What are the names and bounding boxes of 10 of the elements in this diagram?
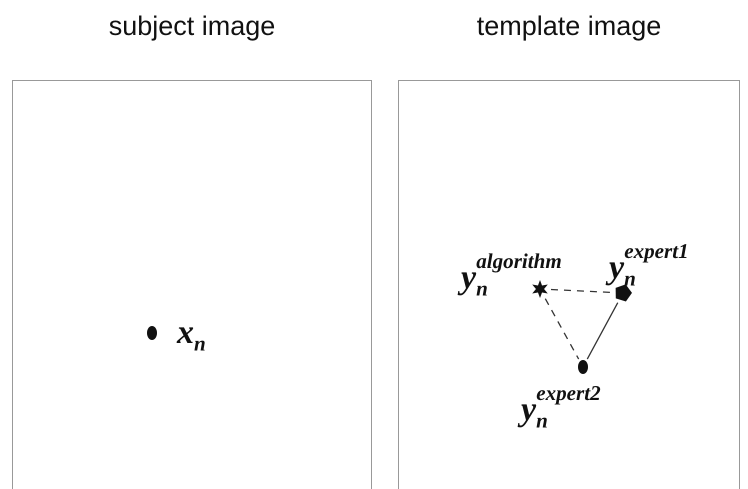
connector-line <box>550 288 612 294</box>
connector-line <box>544 298 580 360</box>
panel-heading: template image <box>476 11 662 42</box>
connector-line <box>586 302 618 360</box>
point-dot <box>578 360 588 374</box>
pentagon-marker <box>614 284 632 302</box>
star-marker <box>530 280 548 298</box>
panel-heading: subject image <box>108 11 276 42</box>
point-dot <box>146 326 156 340</box>
point-label: x$_{n}$ <box>177 316 206 354</box>
